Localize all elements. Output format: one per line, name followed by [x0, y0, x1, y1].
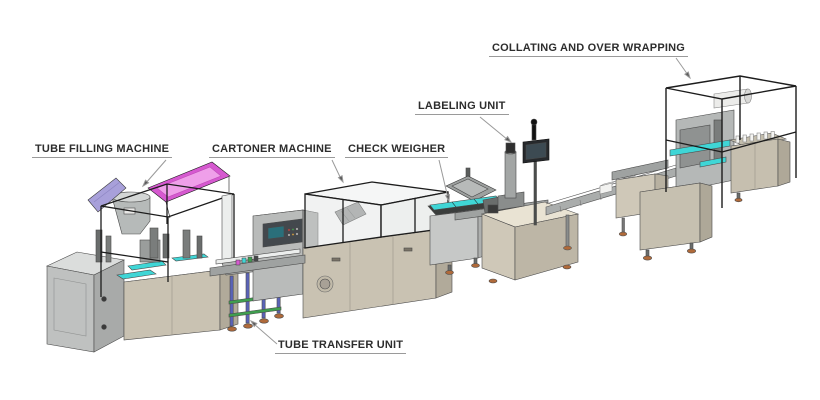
leader-lines: [141, 57, 691, 345]
label-check-weigher: CHECK WEIGHER: [345, 143, 449, 158]
labeling-unit-graphic: [454, 118, 580, 284]
tube-filling-machine-graphic: [46, 161, 239, 353]
collating-overwrapping-graphic: [611, 75, 797, 261]
label-tube-transfer-unit: TUBE TRANSFER UNIT: [275, 339, 407, 354]
label-labeling-unit: LABELING UNIT: [415, 100, 509, 115]
cartoner-machine-graphic: [209, 181, 453, 319]
label-tube-filling-machine: TUBE FILLING MACHINE: [32, 143, 173, 158]
label-cartoner-machine: CARTONER MACHINE: [209, 143, 335, 158]
label-collating-and-over-wrapping: COLLATING AND OVER WRAPPING: [489, 42, 689, 57]
